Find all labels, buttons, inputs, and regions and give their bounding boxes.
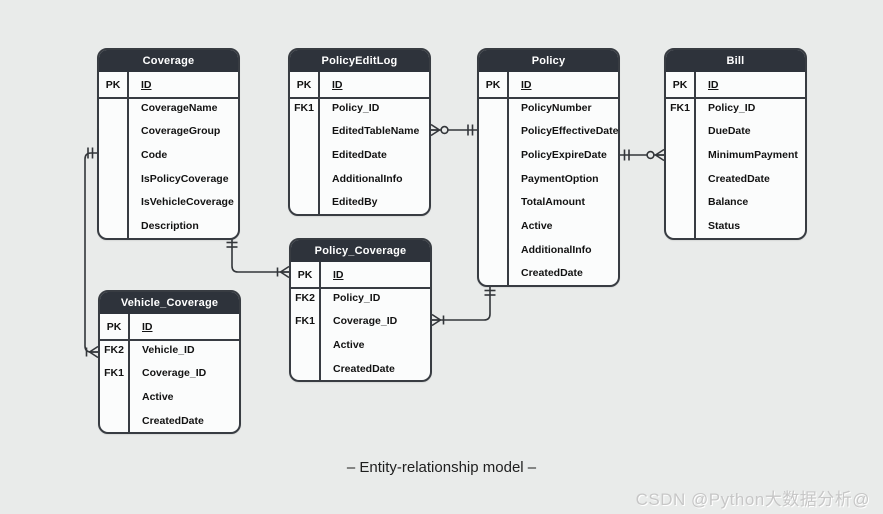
field-policy_id: Policy_ID bbox=[333, 291, 381, 304]
key-cell bbox=[666, 214, 696, 238]
entity-title: PolicyEditLog bbox=[290, 50, 429, 72]
csdn-watermark: CSDN @Python大数据分析@ bbox=[635, 490, 870, 509]
key-cell: PK bbox=[290, 72, 320, 99]
field-coverage_id: Coverage_ID bbox=[333, 315, 398, 328]
field-duedate: DueDate bbox=[708, 125, 751, 138]
field-policy_id: Policy_ID bbox=[332, 101, 380, 114]
key-cell bbox=[290, 143, 320, 167]
field-id: ID bbox=[509, 72, 618, 99]
key-cell bbox=[100, 385, 130, 409]
field-description: Description bbox=[141, 219, 199, 232]
key-cell: FK1 bbox=[100, 361, 130, 386]
field-policyeffectivedate: PolicyEffectiveDate bbox=[521, 125, 619, 138]
field-coverage_id: Coverage_ID bbox=[142, 367, 207, 380]
entity-title: Bill bbox=[666, 50, 805, 72]
field-coveragename: CoverageName bbox=[141, 101, 218, 114]
key-cell bbox=[666, 190, 696, 215]
entity-title: Coverage bbox=[99, 50, 238, 72]
key-cell bbox=[479, 237, 509, 262]
key-cell bbox=[100, 408, 130, 433]
field-minimumpayment: MinimumPayment bbox=[708, 148, 798, 161]
field-additionalinfo: AdditionalInfo bbox=[521, 243, 592, 256]
key-cell: FK1 bbox=[666, 95, 696, 120]
field-policynumber: PolicyNumber bbox=[521, 101, 592, 114]
key-cell: FK2 bbox=[100, 337, 130, 362]
field-createddate: CreatedDate bbox=[521, 267, 583, 280]
key-cell bbox=[479, 166, 509, 191]
key-cell bbox=[666, 143, 696, 167]
key-cell: FK2 bbox=[291, 285, 321, 310]
field-active: Active bbox=[521, 219, 553, 232]
key-cell bbox=[99, 214, 129, 238]
key-cell bbox=[479, 190, 509, 215]
field-id: ID bbox=[130, 314, 239, 341]
key-cell bbox=[291, 356, 321, 381]
field-ispolicycoverage: IsPolicyCoverage bbox=[141, 172, 229, 185]
key-cell bbox=[290, 166, 320, 191]
field-policy_id: Policy_ID bbox=[708, 101, 756, 114]
key-cell bbox=[99, 190, 129, 215]
entity-title: Vehicle_Coverage bbox=[100, 292, 239, 314]
field-active: Active bbox=[142, 390, 174, 403]
field-editedby: EditedBy bbox=[332, 196, 378, 209]
field-isvehiclecoverage: IsVehicleCoverage bbox=[141, 196, 234, 209]
field-createddate: CreatedDate bbox=[142, 414, 204, 427]
field-id: ID bbox=[129, 72, 238, 99]
key-cell: FK1 bbox=[291, 309, 321, 334]
key-cell bbox=[479, 214, 509, 238]
field-totalamount: TotalAmount bbox=[521, 196, 585, 209]
field-status: Status bbox=[708, 219, 741, 232]
key-cell bbox=[291, 333, 321, 357]
key-cell: FK1 bbox=[290, 95, 320, 120]
field-id: ID bbox=[696, 72, 805, 99]
field-paymentoption: PaymentOption bbox=[521, 172, 599, 185]
key-cell bbox=[290, 190, 320, 215]
key-cell: PK bbox=[99, 72, 129, 99]
key-cell bbox=[99, 166, 129, 191]
field-createddate: CreatedDate bbox=[708, 172, 770, 185]
key-cell: PK bbox=[291, 262, 321, 289]
key-cell bbox=[290, 119, 320, 144]
field-createddate: CreatedDate bbox=[333, 362, 395, 375]
key-cell bbox=[99, 119, 129, 144]
field-policyexpiredate: PolicyExpireDate bbox=[521, 148, 607, 161]
key-cell bbox=[99, 95, 129, 120]
field-active: Active bbox=[333, 338, 365, 351]
key-cell bbox=[479, 95, 509, 120]
key-cell bbox=[479, 119, 509, 144]
field-id: ID bbox=[320, 72, 429, 99]
diagram-caption: – Entity-relationship model – bbox=[346, 459, 537, 476]
key-cell bbox=[479, 143, 509, 167]
field-id: ID bbox=[321, 262, 430, 289]
key-cell bbox=[666, 119, 696, 144]
key-cell: PK bbox=[666, 72, 696, 99]
key-cell: PK bbox=[100, 314, 130, 341]
field-code: Code bbox=[141, 148, 168, 161]
key-cell bbox=[99, 143, 129, 167]
field-coveragegroup: CoverageGroup bbox=[141, 125, 221, 138]
key-cell: PK bbox=[479, 72, 509, 99]
field-editedtablename: EditedTableName bbox=[332, 125, 420, 138]
field-balance: Balance bbox=[708, 196, 749, 209]
entity-title: Policy bbox=[479, 50, 618, 72]
entity-title: Policy_Coverage bbox=[291, 240, 430, 262]
field-additionalinfo: AdditionalInfo bbox=[332, 172, 403, 185]
field-editeddate: EditedDate bbox=[332, 148, 387, 161]
key-cell bbox=[666, 166, 696, 191]
field-vehicle_id: Vehicle_ID bbox=[142, 343, 195, 356]
key-cell bbox=[479, 261, 509, 286]
